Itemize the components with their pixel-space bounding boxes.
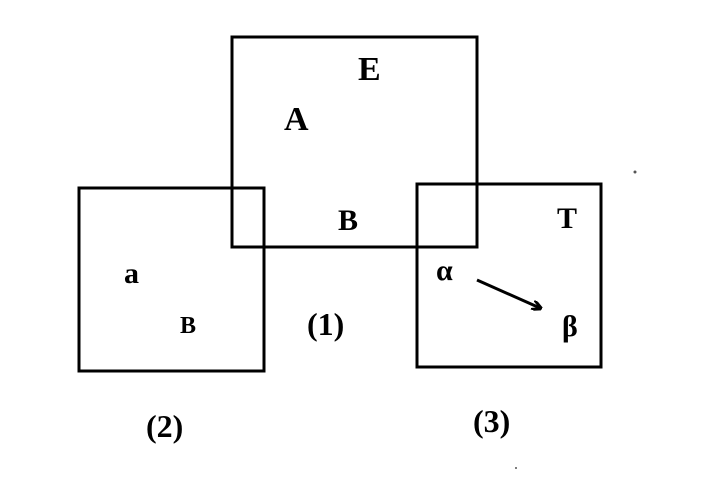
label-alpha: α <box>436 254 453 287</box>
square-2 <box>77 186 266 373</box>
label-E: E <box>358 51 381 88</box>
label-a: a <box>124 257 139 290</box>
label-B-small: B <box>180 313 196 339</box>
scan-speck <box>515 467 517 469</box>
label-A: A <box>284 101 309 138</box>
scan-speck <box>633 170 637 174</box>
caption-1: (1) <box>307 306 344 342</box>
square-1 <box>230 35 479 249</box>
label-beta: β <box>562 310 578 343</box>
arrow-alpha-to-beta <box>476 278 540 308</box>
caption-2: (2) <box>146 408 183 444</box>
caption-3: (3) <box>473 403 510 439</box>
label-B-upper: B <box>338 204 358 237</box>
square-3 <box>415 182 603 369</box>
label-T: T <box>557 202 577 235</box>
